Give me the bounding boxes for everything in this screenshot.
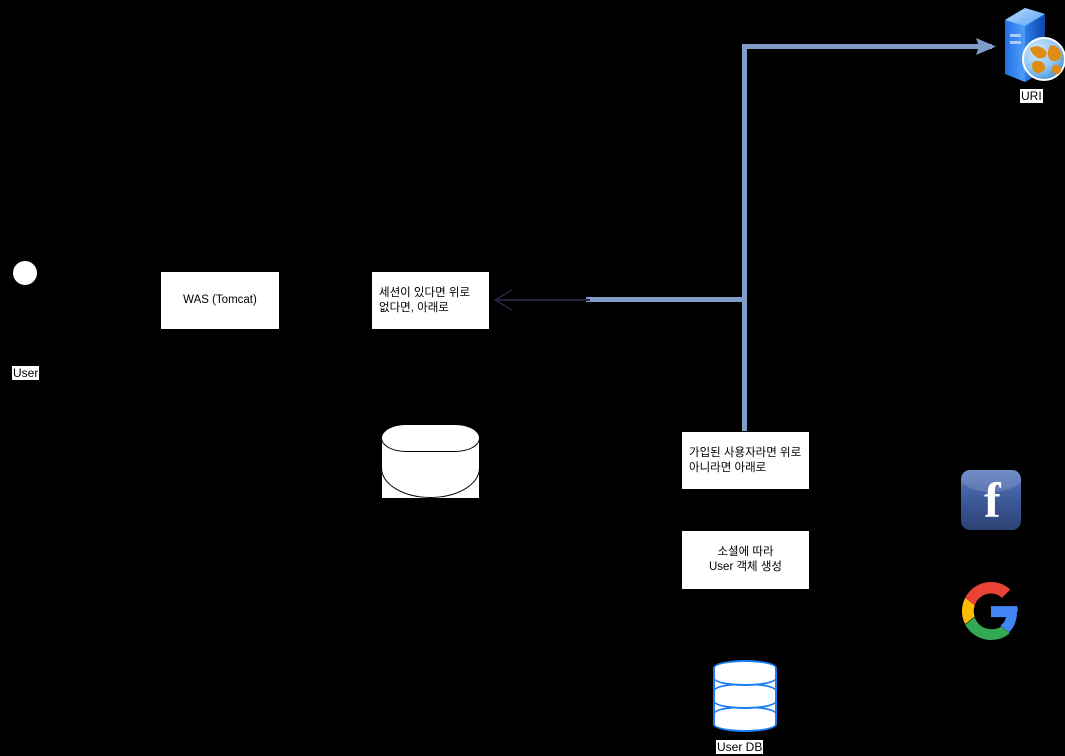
node-uri-label: URI [1020,89,1043,103]
node-uri-server[interactable] [997,4,1065,86]
user-actor-head-icon [13,261,37,285]
node-was[interactable]: WAS (Tomcat) [160,271,280,330]
arrowhead-to-session-icon [493,289,513,311]
globe-landmass-icon [1030,45,1062,75]
database-blue-segment-middle-icon [713,683,777,709]
node-session-check[interactable]: 세션이 있다면 위로 없다면, 아래로 [371,271,490,330]
connector-session-horizontal-dark[interactable] [497,299,590,301]
facebook-gloss-icon [961,470,1021,493]
connector-session-horizontal-blue[interactable] [586,297,746,302]
node-session-check-label: 세션이 있다면 위로 없다면, 아래로 [379,286,471,314]
node-facebook[interactable]: f [961,470,1021,530]
actor-label: User [12,366,40,380]
database-blue-segment-top-icon [713,660,777,686]
facebook-f-glyph-icon: f [984,472,1001,528]
server-tower-top-icon [1005,8,1045,26]
connector-uri-horizontal[interactable] [742,44,992,49]
google-green-arc-icon [965,617,1010,640]
database-cylinder-top-icon [381,424,480,452]
connector-vertical-trunk[interactable] [742,47,747,432]
google-yellow-arc-icon [962,597,975,625]
node-plain-db[interactable] [381,424,480,504]
google-red-arc-icon [965,582,1011,606]
google-blue-arc-icon [991,606,1018,633]
node-user-db[interactable] [713,660,777,735]
node-create-user-label: 소셜에 따라 User 객체 생성 [709,546,782,573]
server-slot-1-icon [1010,34,1021,37]
node-registered-check[interactable]: 가입된 사용자라면 위로 아니라면 아래로 [681,431,810,490]
server-slot-2-icon [1010,41,1021,44]
arrowhead-to-uri-icon [976,38,996,55]
node-user-db-label: User DB [716,740,764,754]
node-registered-check-label: 가입된 사용자라면 위로 아니라면 아래로 [689,446,802,474]
node-google[interactable] [962,582,1020,640]
node-create-user[interactable]: 소셜에 따라 User 객체 생성 [681,530,810,590]
database-blue-segment-bottom-icon [713,706,777,732]
node-was-label: WAS (Tomcat) [183,294,257,306]
